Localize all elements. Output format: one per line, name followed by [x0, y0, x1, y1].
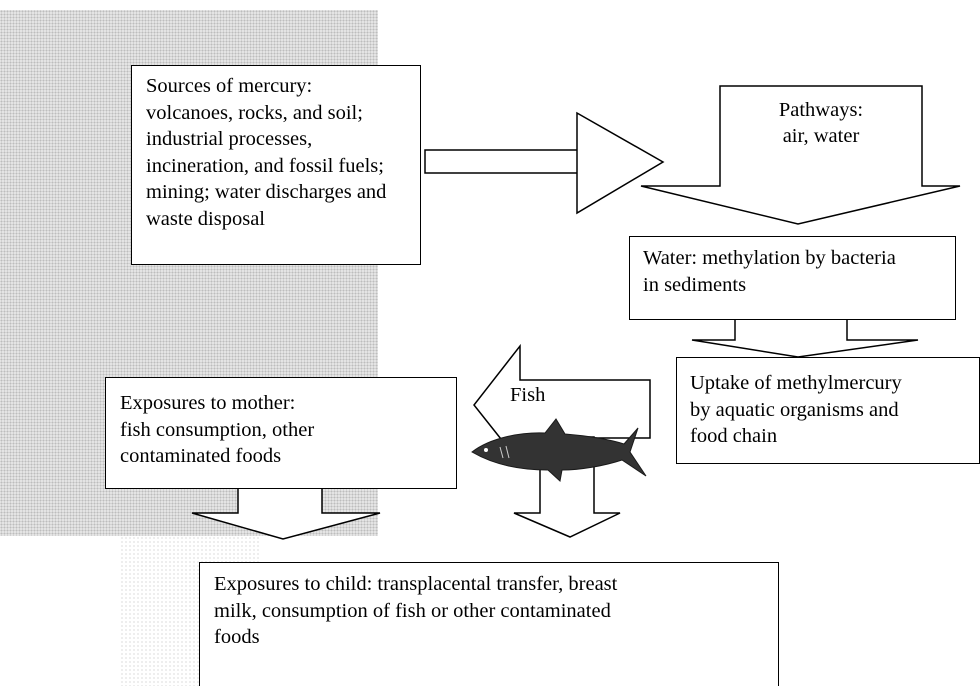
arrow-mother-down [191, 481, 381, 540]
arrow-water-down [691, 317, 919, 358]
sources-line-6: waste disposal [146, 207, 265, 230]
sources-line-1: Sources of mercury: [146, 75, 313, 97]
sources-line-5: mining; water discharges and [146, 181, 387, 204]
child-line-3: foods [214, 626, 260, 649]
water-line-1: Water: methylation by bacteria [643, 247, 896, 269]
mother-line-3: contaminated foods [120, 445, 282, 468]
uptake-line-1: Uptake of methylmercury [690, 372, 902, 394]
uptake-line-2: by aquatic organisms and [690, 398, 899, 421]
uptake-box: Uptake of methylmercury by aquatic organ… [676, 357, 980, 464]
arrow-sources-to-pathways [424, 111, 665, 215]
child-box: Exposures to child: transplacental trans… [199, 562, 779, 686]
mother-line-1: Exposures to mother: [120, 392, 296, 414]
child-line-1: Exposures to child: transplacental trans… [214, 573, 618, 595]
pathways-label: Pathways: air, water [722, 97, 920, 149]
arrow-fish-left [473, 343, 651, 466]
child-line-2: milk, consumption of fish or other conta… [214, 599, 611, 622]
water-box: Water: methylation by bacteria in sedime… [629, 236, 956, 320]
sources-line-4: incineration, and fossil fuels; [146, 154, 384, 177]
fish-icon [471, 418, 647, 482]
mother-box: Exposures to mother: fish consumption, o… [105, 377, 457, 489]
pathways-line-1: Pathways: [778, 99, 864, 121]
sources-line-2: volcanoes, rocks, and soil; [146, 101, 363, 124]
sources-line-3: industrial processes, [146, 128, 313, 151]
water-line-2: in sediments [643, 273, 747, 296]
fish-label: Fish [510, 384, 546, 406]
arrow-pathways-down [640, 85, 961, 225]
pathways-line-2: air, water [782, 125, 860, 147]
mother-line-2: fish consumption, other [120, 418, 315, 441]
sources-box: Sources of mercury: volcanoes, rocks, an… [131, 65, 421, 265]
uptake-line-3: food chain [690, 425, 778, 448]
